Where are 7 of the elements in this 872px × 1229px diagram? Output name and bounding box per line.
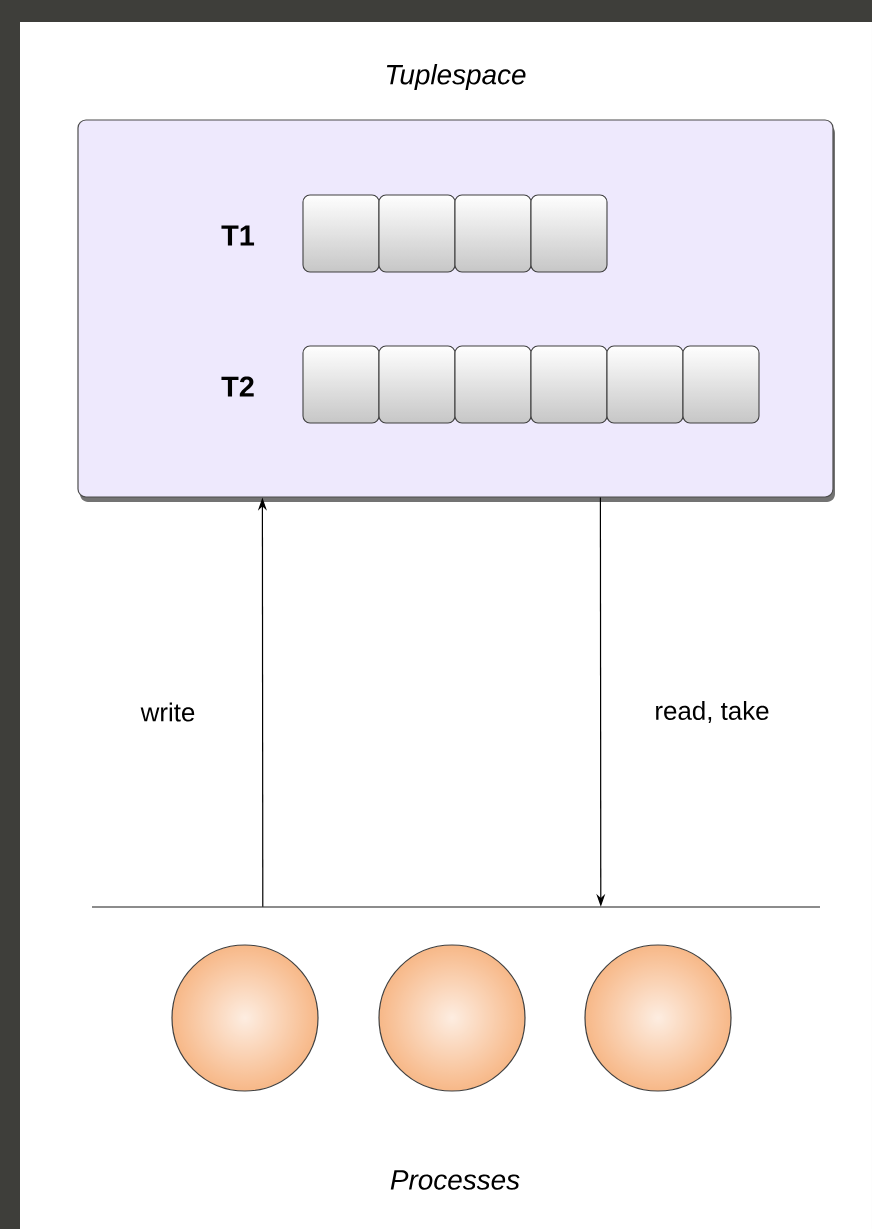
process-circle: [171, 944, 319, 1092]
process-circle: [378, 944, 526, 1092]
process-circle: [584, 944, 732, 1092]
group-heading: Processes: [390, 1170, 520, 1190]
box-heading: Tuplespace: [386, 64, 526, 90]
edge-label: read, take: [656, 700, 769, 724]
edge-label: write: [140, 702, 195, 722]
